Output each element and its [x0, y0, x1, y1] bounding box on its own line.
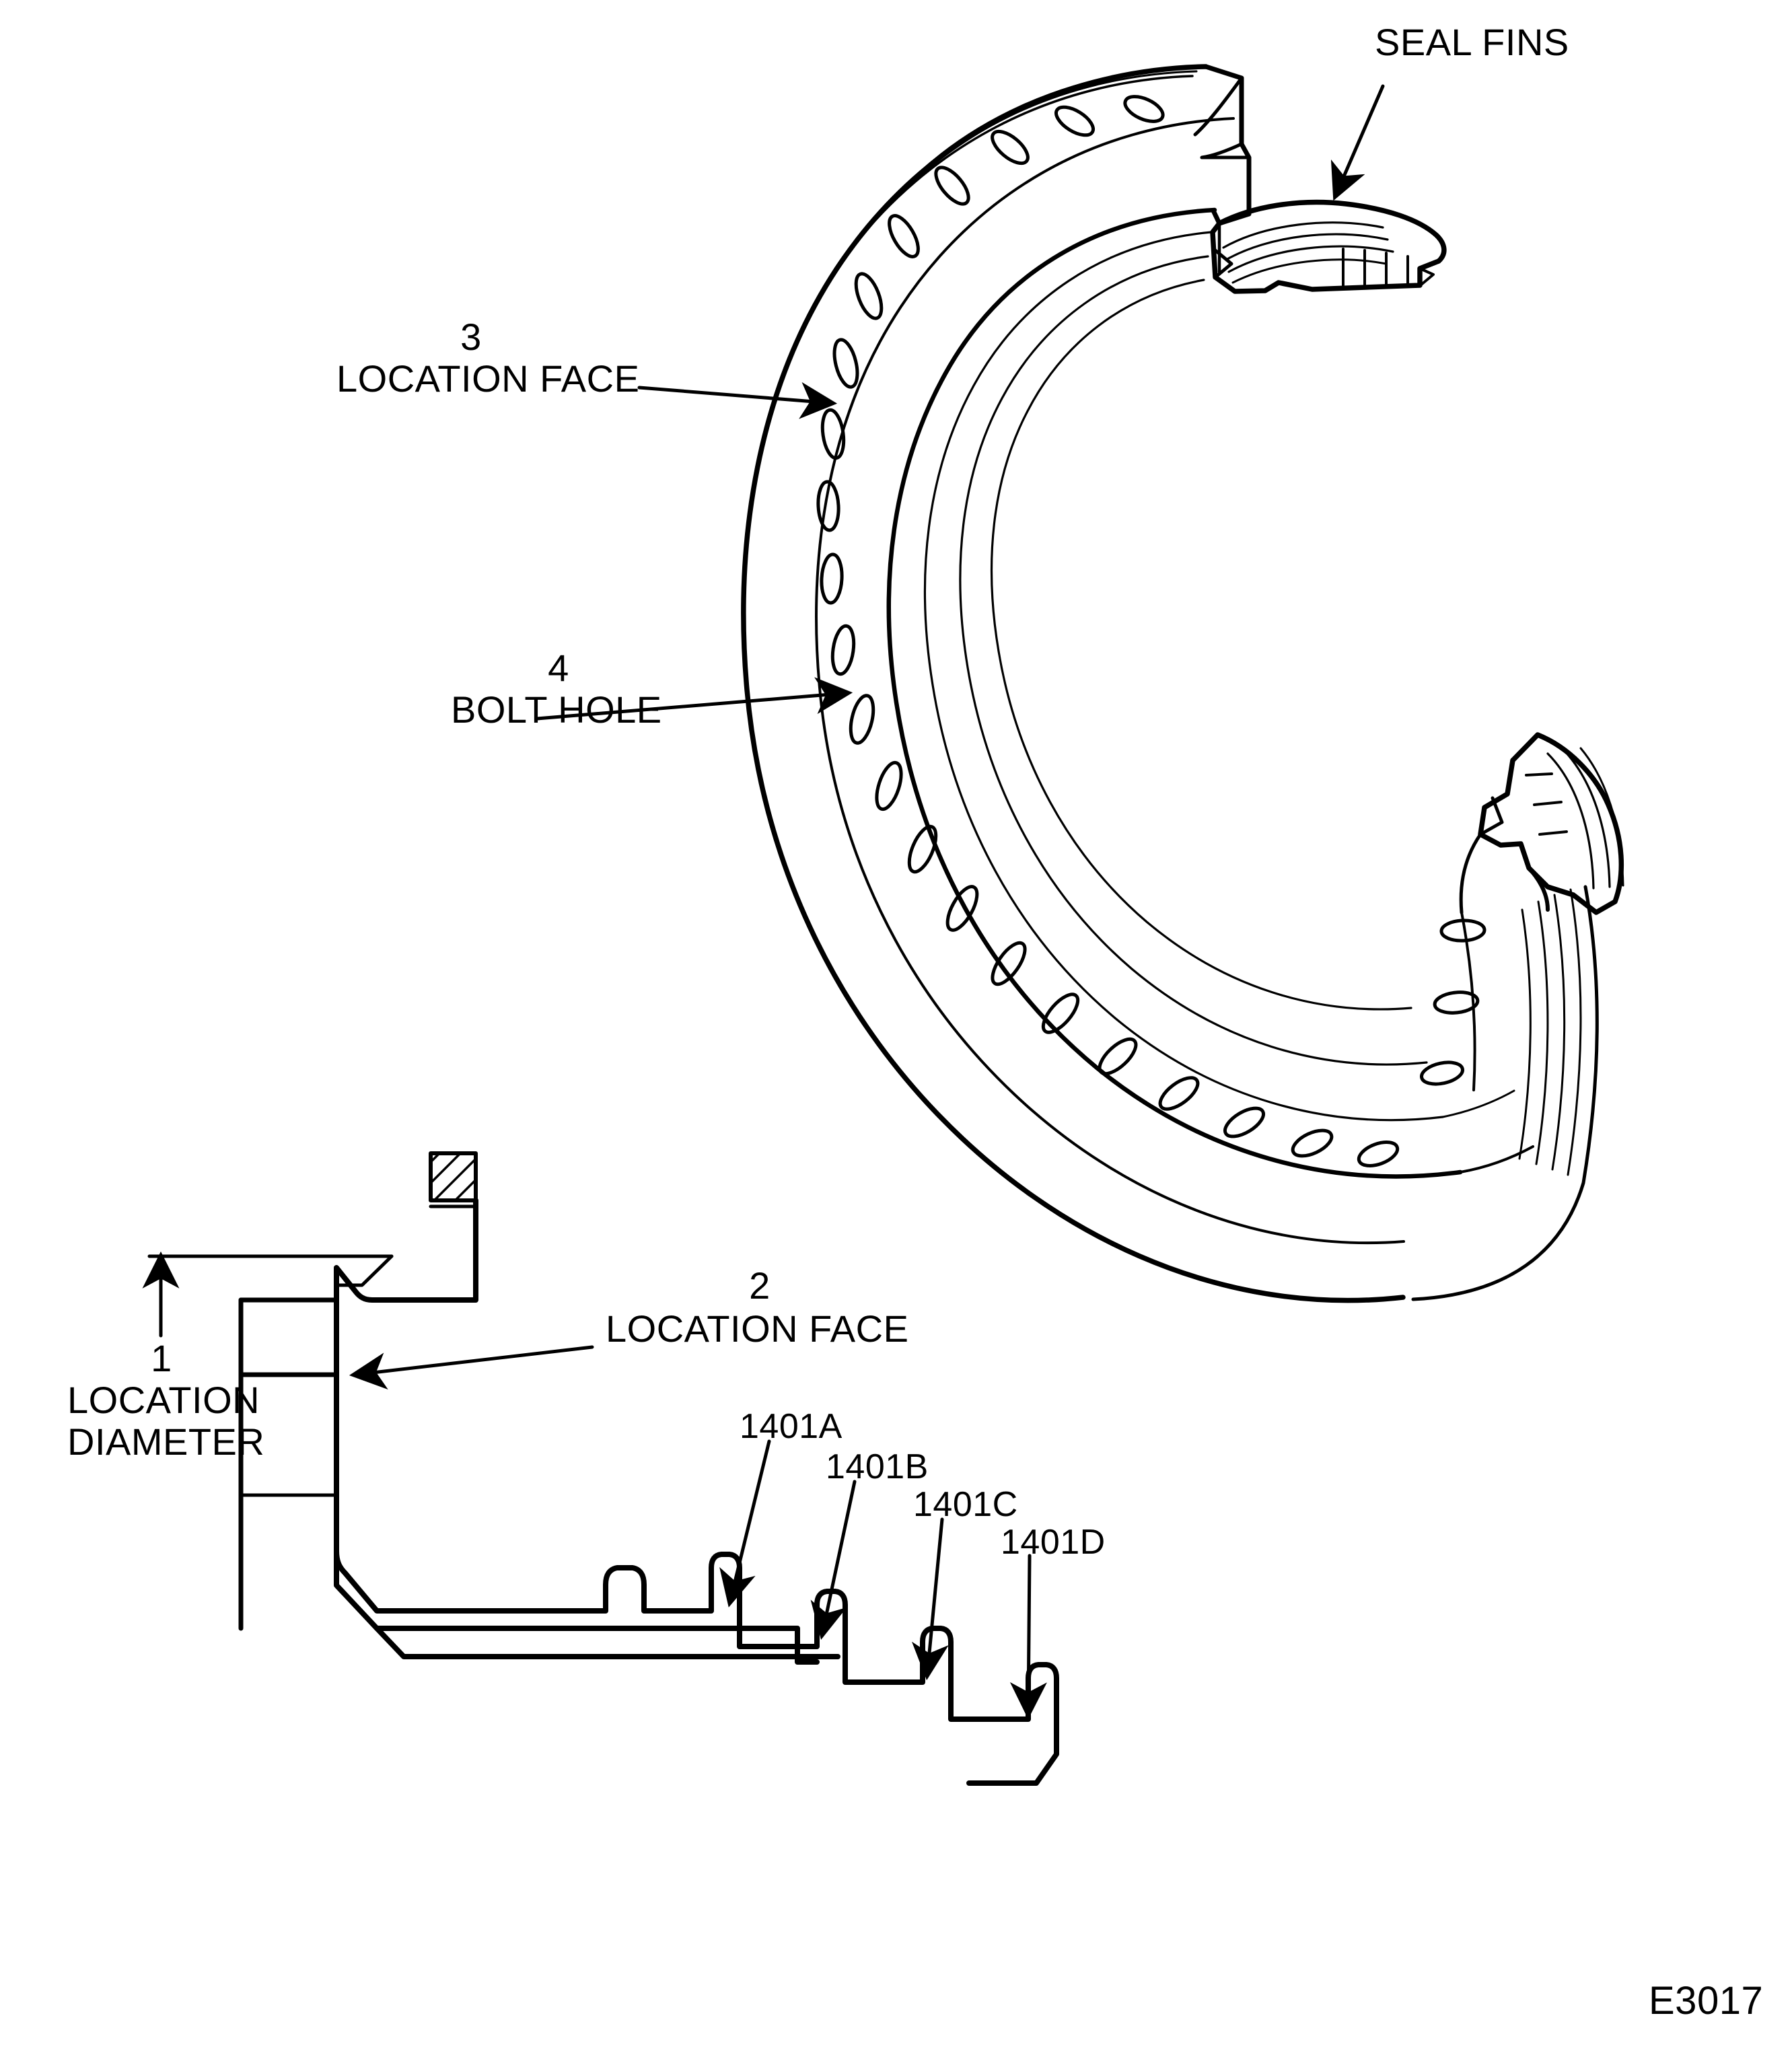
bolt-hole	[1420, 1060, 1464, 1086]
bolt-hole	[945, 885, 979, 932]
location-face-3-label: LOCATION FACE	[336, 357, 640, 400]
bolt-hole	[1357, 1141, 1400, 1167]
bolt-hole	[820, 552, 844, 605]
lower-fin-ridge-2	[1563, 750, 1611, 888]
bolt-hole	[907, 824, 938, 874]
fin-label-1401d: 1401D	[1001, 1523, 1106, 1562]
limb-rib-4	[1567, 888, 1582, 1176]
fin-label-1401b: 1401B	[826, 1447, 929, 1486]
seal-fin-root-notch	[1213, 248, 1233, 279]
fin-label-1401a: 1401A	[740, 1407, 843, 1446]
bolt-hole	[1291, 1128, 1334, 1158]
hub-lower-return-2	[1441, 1089, 1515, 1118]
lower-fin-root-notch	[1478, 796, 1504, 836]
lower-fin-tooth-2	[1533, 801, 1563, 806]
leader-location-face-3	[637, 382, 838, 419]
bolt-hole	[991, 129, 1030, 166]
bolt-hole	[820, 408, 846, 460]
bolt-hole	[888, 214, 920, 258]
lower-fin-to-limb	[1527, 866, 1550, 912]
lower-fin-tooth-1	[1525, 772, 1553, 776]
seal-fin-ridge-1	[1222, 221, 1384, 249]
location-diameter-1-label-line1: LOCATION	[67, 1379, 260, 1421]
bolt-hole	[1158, 1076, 1200, 1111]
limb-rib-3	[1551, 894, 1566, 1171]
flange-outer-edge	[741, 64, 1406, 1303]
bolt-hole	[875, 760, 903, 811]
limb-rib-1	[1518, 908, 1532, 1160]
leader-1401c	[911, 1517, 949, 1681]
seal-fin-ridge-2	[1225, 233, 1389, 261]
bolt-hole	[1041, 992, 1080, 1034]
lower-fin-ridge-3	[1579, 747, 1624, 887]
bolt-hole	[991, 941, 1027, 986]
lower-fin-limb-edge	[1459, 832, 1482, 914]
seal-fin-body-outline	[1210, 199, 1447, 294]
seal-fin-tip-edge	[1419, 267, 1435, 286]
bolt-hole	[1123, 95, 1165, 123]
bolt-hole-4-label: BOLT HOLE	[451, 688, 662, 731]
hub-mid-line-1	[923, 231, 1444, 1122]
bolt-hole	[816, 480, 840, 532]
flange-cut-step	[1200, 142, 1251, 159]
seal-fin-ridge-4	[1231, 258, 1388, 284]
leader-seal-fins	[1330, 84, 1385, 201]
hub-mid-line-2	[959, 255, 1428, 1066]
lower-fin-ridge-1	[1546, 752, 1595, 890]
section-lower-wall	[334, 1548, 820, 1665]
bolt-hole-group	[816, 95, 1486, 1167]
leader-1401a	[719, 1439, 771, 1607]
leader-1401d	[1009, 1554, 1047, 1720]
location-diameter-1-number: 1	[151, 1337, 172, 1379]
location-face-2-number: 2	[749, 1264, 770, 1307]
bolt-hole	[832, 338, 859, 389]
upper-seal-fin-end	[1193, 64, 1447, 294]
lower-seal-fin-end	[1459, 732, 1624, 915]
section-lower-slope	[374, 1626, 840, 1659]
flange-crest-line-3	[882, 65, 1201, 212]
seal-ring-isometric-view	[741, 64, 1624, 1303]
bolt-hole	[830, 624, 856, 676]
location-diameter-1-label-line2: DIAMETER	[67, 1420, 265, 1463]
bolt-hole	[1433, 990, 1480, 1015]
drawing-number: E3017	[1649, 1979, 1764, 2023]
leader-lines	[142, 84, 1385, 1720]
limb-outer-rib	[1411, 885, 1599, 1301]
split-gap-edge	[1460, 911, 1476, 1091]
hub-outer-surface	[886, 207, 1463, 1179]
flange-cut-face-side	[1193, 76, 1244, 137]
leader-location-face-2	[349, 1345, 594, 1390]
bolt-hole-4-number: 4	[548, 647, 569, 689]
section-hatch-block	[429, 1151, 478, 1202]
leader-bolt-hole-4	[535, 677, 853, 721]
seal-fins-label: SEAL FINS	[1375, 21, 1569, 63]
leader-1401b	[810, 1480, 857, 1640]
location-face-2-label: LOCATION FACE	[606, 1307, 909, 1350]
bolt-hole	[934, 166, 970, 206]
seal-fin-ridge-3	[1227, 245, 1394, 273]
bolt-hole	[854, 272, 884, 320]
flange-crest-line-1	[845, 75, 1194, 256]
section-top-step	[334, 1254, 394, 1287]
bolt-hole	[1223, 1106, 1265, 1138]
hub-lower-return	[1459, 1145, 1534, 1173]
bolt-hole	[849, 694, 875, 745]
limb-rib-2	[1535, 900, 1549, 1165]
fin-label-1401c: 1401C	[913, 1485, 1018, 1524]
bolt-hole	[1054, 105, 1095, 137]
bolt-hole	[1098, 1037, 1138, 1076]
hub-inner-line	[990, 279, 1412, 1011]
flange-crest-line-2	[864, 70, 1198, 233]
location-face-3-number: 3	[460, 316, 482, 358]
lower-fin-tooth-3	[1538, 830, 1568, 836]
